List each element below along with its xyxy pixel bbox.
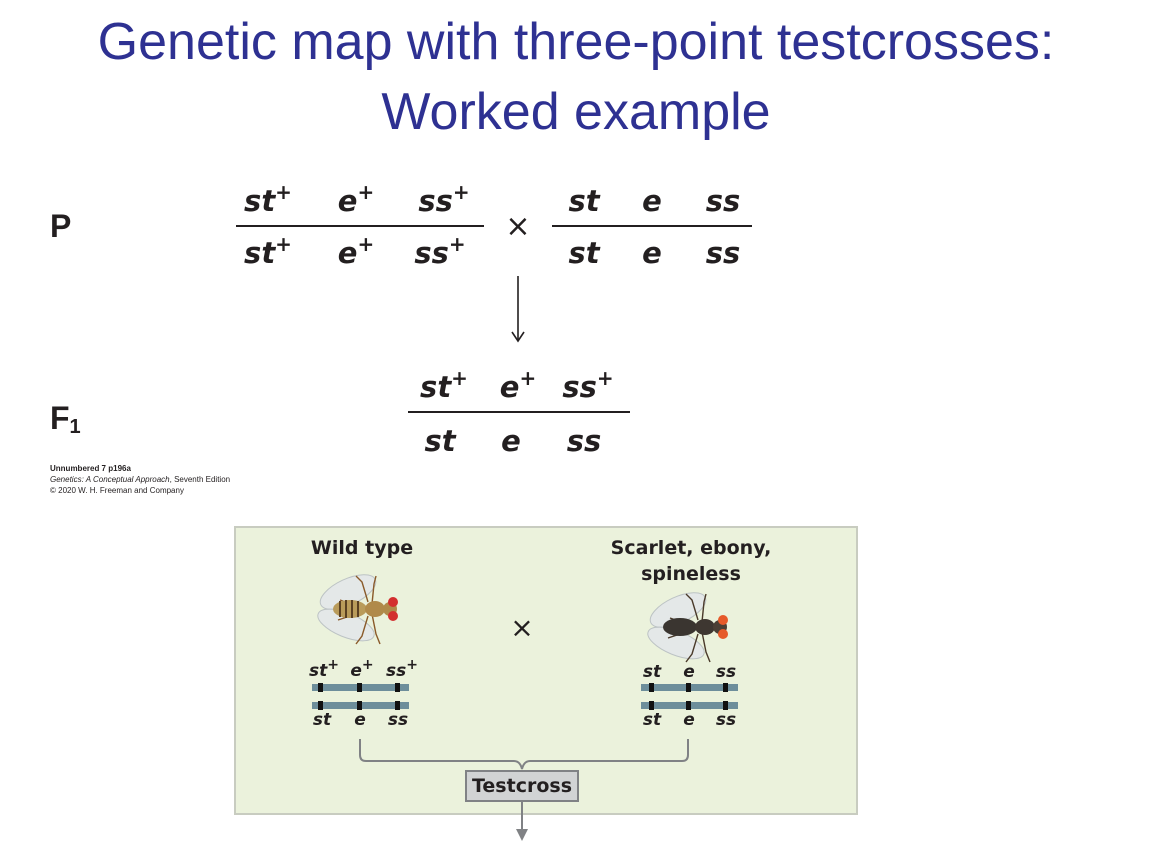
p-left-fraction-line [236, 225, 484, 227]
locus-marker [686, 701, 691, 710]
locus-marker [395, 683, 400, 692]
mutant-heading-line-2: spineless [641, 561, 741, 587]
mut-top-st: st [643, 662, 661, 682]
p-generation-label: P [50, 208, 71, 244]
genotype-f1-bottom-e: e [501, 424, 521, 458]
genotype-f1-top-e: e+ [500, 370, 536, 404]
genotype-p-right-bottom-ss: ss [706, 236, 741, 270]
p-right-fraction-line [552, 225, 752, 227]
wild-type-fly-icon [310, 570, 410, 650]
wild-type-heading: Wild type [311, 535, 413, 561]
locus-marker [723, 683, 728, 692]
wt-bottom-st: st [313, 710, 331, 730]
slide-title-line-2: Worked example [0, 82, 1152, 142]
wt-top-ss: ss+ [386, 661, 418, 681]
wt-top-st: st+ [309, 661, 339, 681]
genotype-p-right-bottom-e: e [642, 236, 662, 270]
locus-marker [318, 683, 323, 692]
genotype-p-left-top-st: st+ [244, 184, 292, 218]
genotype-p-right-top-ss: ss [706, 184, 741, 218]
panel-cross-symbol: × [510, 613, 533, 643]
locus-marker [723, 701, 728, 710]
genotype-p-left-bottom-ss: ss+ [414, 236, 465, 270]
genotype-p-right-top-st: st [568, 184, 599, 218]
caption-figure-id: Unnumbered 7 p196a [50, 463, 230, 474]
locus-marker [686, 683, 691, 692]
genotype-f1-bottom-ss: ss [567, 424, 602, 458]
locus-marker [649, 701, 654, 710]
cross-symbol: × [505, 212, 530, 242]
genotype-p-left-bottom-e: e+ [338, 236, 374, 270]
locus-marker [357, 701, 362, 710]
caption-book: Genetics: A Conceptual Approach, Seventh… [50, 474, 230, 485]
figure-caption: Unnumbered 7 p196a Genetics: A Conceptua… [50, 463, 230, 496]
caption-copyright: © 2020 W. H. Freeman and Company [50, 485, 230, 496]
slide-title-line-1: Genetic map with three-point testcrosses… [0, 12, 1152, 72]
genotype-f1-bottom-st: st [424, 424, 455, 458]
down-arrow-icon [508, 274, 528, 344]
wt-top-e: e+ [350, 661, 373, 681]
locus-marker [357, 683, 362, 692]
mutant-fly-icon [640, 588, 740, 668]
genotype-p-left-bottom-st: st+ [244, 236, 292, 270]
mut-bottom-e: e [683, 710, 695, 730]
mutant-heading-line-1: Scarlet, ebony, [611, 535, 772, 561]
genotype-p-left-top-e: e+ [338, 184, 374, 218]
mut-bottom-ss: ss [716, 710, 736, 730]
mut-top-ss: ss [716, 662, 736, 682]
wt-bottom-e: e [354, 710, 366, 730]
genotype-f1-top-ss: ss+ [562, 370, 613, 404]
genotype-p-right-bottom-st: st [568, 236, 599, 270]
mut-top-e: e [683, 662, 695, 682]
locus-marker [395, 701, 400, 710]
genotype-p-right-top-e: e [642, 184, 662, 218]
locus-marker [649, 683, 654, 692]
wt-bottom-ss: ss [388, 710, 408, 730]
genotype-p-left-top-ss: ss+ [418, 184, 469, 218]
f1-fraction-line [408, 411, 630, 413]
locus-marker [318, 701, 323, 710]
f1-generation-label: F1 [50, 400, 81, 441]
genotype-f1-top-st: st+ [420, 370, 468, 404]
mut-bottom-st: st [643, 710, 661, 730]
testcross-label-box: Testcross [465, 770, 579, 802]
